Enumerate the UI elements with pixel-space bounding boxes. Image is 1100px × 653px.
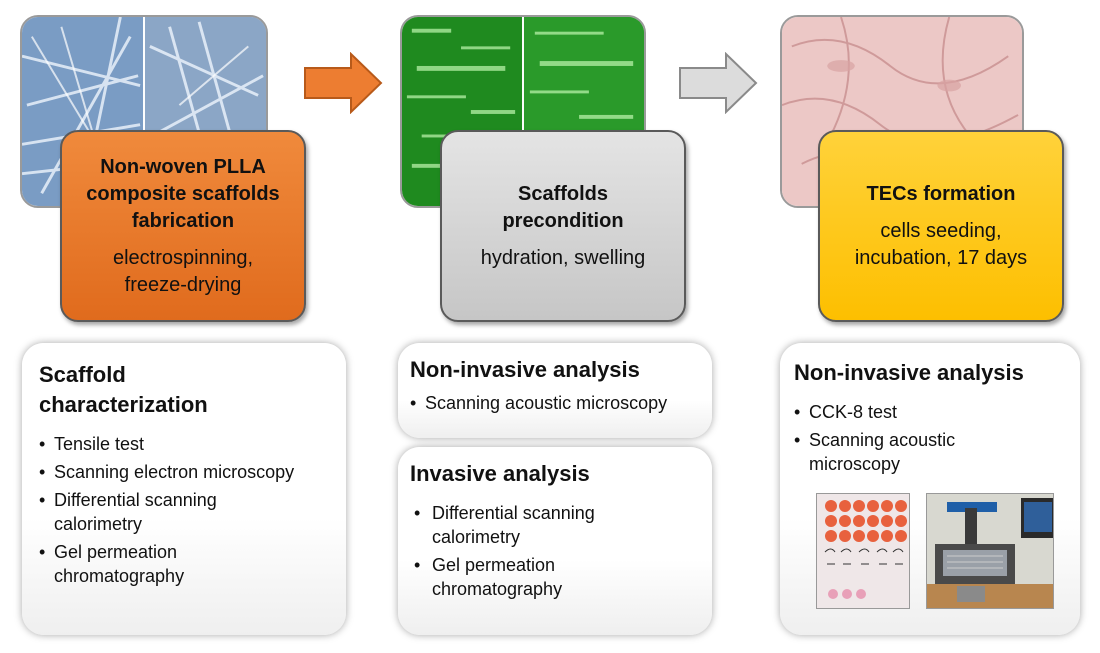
step-fabrication-box: Non-woven PLLA composite scaffolds fabri… [60,130,306,322]
step-title: TECs formation [866,182,1016,205]
method-list: CCK-8 test Scanning acoustic microscopy [794,400,1068,476]
scaffold-characterization-panel: Scaffold characterization Tensile test S… [22,343,346,635]
step-precondition-box: Scaffolds precondition hydration, swelli… [440,130,686,322]
step-subtitle: cells seeding, incubation, 17 days [854,219,1028,269]
panel-heading: Non-invasive analysis [410,357,640,382]
list-item: Scanning electron microscopy [39,460,328,484]
method-list: Scanning acoustic microscopy [410,391,700,415]
list-item: Differential scanning calorimetry [39,488,254,536]
method-list: Differential scanning calorimetry Gel pe… [410,501,700,601]
list-item: Tensile test [39,432,328,456]
list-item: Gel permeation chromatography [39,540,244,588]
arrow-right-icon [678,52,758,114]
panel-heading: Invasive analysis [410,461,590,486]
tec-analysis-panel: Non-invasive analysis CCK-8 test Scannin… [780,343,1080,635]
list-item: CCK-8 test [794,400,1068,424]
list-item: Scanning acoustic microscopy [410,391,700,415]
step-subtitle: hydration, swelling [480,246,646,269]
list-item: Gel permeation chromatography [410,553,602,601]
list-item: Differential scanning calorimetry [410,501,642,549]
panel-heading: Non-invasive analysis [794,360,1024,385]
method-list: Tensile test Scanning electron microscop… [39,432,328,588]
non-invasive-analysis-panel: Non-invasive analysis Scanning acoustic … [398,343,712,438]
step-title: Non-woven PLLA composite scaffolds fabri… [86,155,280,232]
step-subtitle: electrospinning, freeze-drying [112,246,254,296]
acoustic-microscope-photo [926,493,1054,609]
step-tec-formation-box: TECs formation cells seeding, incubation… [818,130,1064,322]
invasive-analysis-panel: Invasive analysis Differential scanning … [398,447,712,635]
panel-heading: Scaffold characterization [39,362,208,417]
list-item: Scanning acoustic microscopy [794,428,989,476]
well-plate-photo [816,493,910,609]
step-title: Scaffolds precondition [502,182,624,232]
arrow-right-icon [303,52,383,114]
